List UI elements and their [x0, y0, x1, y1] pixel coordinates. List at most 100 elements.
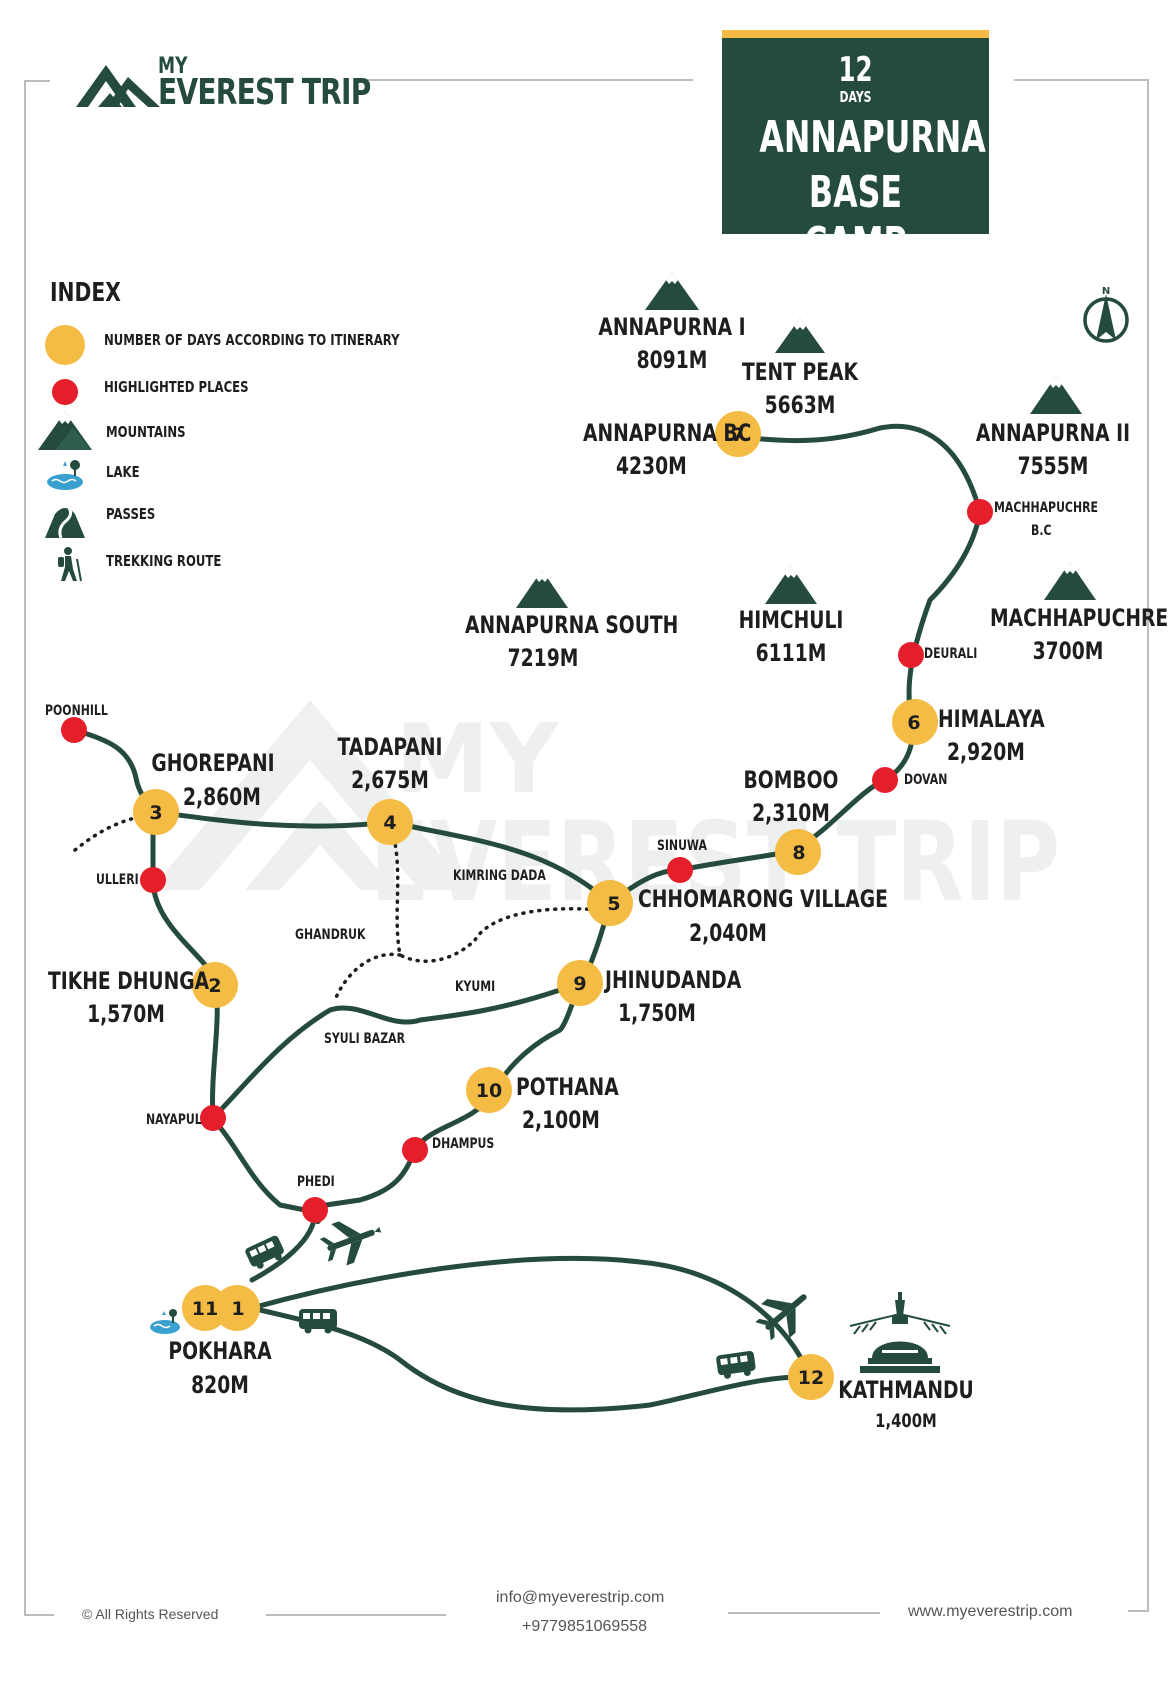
- place-label: DOVAN: [904, 772, 948, 788]
- day-4-number: 4: [383, 812, 396, 834]
- mountain-icon: [1044, 562, 1096, 600]
- place-label: PHEDI: [297, 1174, 335, 1190]
- dhampus-marker: [402, 1137, 428, 1163]
- place-label: POONHILL: [45, 703, 108, 719]
- stop-name: GHOREPANI: [151, 749, 275, 777]
- title-line1: ANNAPURNA: [759, 112, 986, 163]
- place-label: KYUMI: [455, 979, 496, 995]
- plane-icon: [755, 1294, 807, 1341]
- day-4-marker: [367, 799, 413, 845]
- phedi-marker: [302, 1197, 328, 1223]
- legend-label-route: TREKKING ROUTE: [106, 552, 222, 570]
- mountain-altitude: 7219M: [507, 644, 579, 672]
- stop-name: KATHMANDU: [838, 1376, 974, 1404]
- logo-text-my: MY: [158, 54, 188, 79]
- mountain-icon: [516, 570, 568, 608]
- place-label: KIMRING DADA: [453, 868, 546, 884]
- bus-icon: [716, 1350, 756, 1379]
- bus-icon: [299, 1309, 337, 1334]
- footer-website[interactable]: www.myeverestrip.com: [908, 1603, 1073, 1620]
- legend-label-days: NUMBER OF DAYS ACCORDING TO ITINERARY: [104, 331, 400, 349]
- place-label: SINUWA: [657, 838, 707, 854]
- mountain-name: ANNAPURNA I: [598, 313, 746, 341]
- day-5-marker: [587, 880, 633, 926]
- footer-phone[interactable]: +9779851069558: [522, 1618, 648, 1635]
- mountain-icon: [775, 318, 825, 353]
- footer-copyright: © All Rights Reserved: [82, 1606, 219, 1622]
- place-label: MACHHAPUCHRE: [994, 500, 1098, 516]
- day-3-number: 3: [149, 802, 162, 824]
- stop-name: POKHARA: [168, 1337, 272, 1365]
- frame-bottom-left: [24, 1614, 54, 1616]
- day-3-marker: [133, 789, 179, 835]
- title-days-number: 12: [838, 50, 873, 90]
- frame-bottom-2: [266, 1614, 446, 1616]
- stop-name: ANNAPURNA BC: [583, 419, 752, 447]
- title-days-label: DAYS: [839, 88, 872, 106]
- red-circle-icon: [52, 379, 78, 405]
- stop-altitude: 4230M: [616, 452, 687, 480]
- mountain-name: ANNAPURNA SOUTH: [465, 611, 679, 639]
- stupa-icon: [849, 1292, 951, 1373]
- day-8-marker: [775, 829, 821, 875]
- logo-text-main: EVEREST TRIP: [158, 72, 371, 113]
- stop-altitude: 1,400M: [875, 1410, 937, 1432]
- pass-icon: [45, 507, 85, 539]
- day-6-marker: [892, 699, 938, 745]
- mbc-marker: [967, 499, 993, 525]
- legend-label-highlight: HIGHLIGHTED PLACES: [104, 378, 249, 396]
- mountain-name: ANNAPURNA II: [975, 419, 1131, 447]
- stop-name: TADAPANI: [337, 733, 443, 761]
- day-11-marker: [182, 1285, 228, 1331]
- dotted-route: [73, 812, 602, 1002]
- place-label: DHAMPUS: [432, 1136, 495, 1152]
- title-box: 12 DAYS ANNAPURNA BASE CAMP: [722, 30, 989, 269]
- mountain-name: HIMCHULI: [738, 606, 844, 634]
- legend-icons: [38, 325, 92, 582]
- frame-bottom-3: [728, 1612, 880, 1614]
- mountain-altitude: 6111M: [755, 639, 827, 667]
- place-label: B.C: [1031, 523, 1052, 539]
- stop-name: TIKHE DHUNGA: [48, 967, 210, 995]
- stop-name: HIMALAYA: [938, 705, 1045, 733]
- mountain-icon: [1030, 376, 1082, 414]
- frame-left: [24, 80, 26, 1616]
- stop-altitude: 2,920M: [947, 738, 1025, 766]
- stop-altitude: 2,040M: [689, 919, 767, 947]
- frame-right: [1147, 79, 1149, 1611]
- mountain-icon: [765, 566, 817, 604]
- day-1-marker: [214, 1285, 260, 1331]
- stop-name: CHHOMARONG VILLAGE: [638, 885, 888, 913]
- stop-altitude: 2,860M: [183, 783, 261, 811]
- day-10-marker: [466, 1067, 512, 1113]
- frame-top-mid: [358, 79, 693, 81]
- stop-name: JHINUDANDA: [605, 966, 742, 994]
- day-10-number: 10: [476, 1080, 502, 1102]
- mountain-icon: [645, 272, 699, 310]
- dovan-marker: [872, 767, 898, 793]
- footer-email[interactable]: info@myeverestrip.com: [496, 1589, 665, 1606]
- poonhill-marker: [61, 717, 87, 743]
- bus-icon: [245, 1235, 284, 1269]
- sinuwa-marker: [667, 857, 693, 883]
- place-label: SYULI BAZAR: [324, 1031, 406, 1047]
- title-accent-bar: [722, 30, 989, 38]
- mountain-icon: [38, 412, 92, 450]
- day-2-marker: [192, 962, 238, 1008]
- mountain-altitude: 5663M: [764, 391, 836, 419]
- watermark-text-1: MY: [395, 705, 560, 815]
- yellow-circle-icon: [45, 325, 85, 365]
- day-12-marker: [788, 1354, 834, 1400]
- day-1-number: 1: [231, 1298, 244, 1320]
- frame-bottom-right: [1128, 1610, 1149, 1612]
- frame-top-right: [1014, 79, 1149, 81]
- legend-label-passes: PASSES: [106, 505, 156, 523]
- mountain-name: TENT PEAK: [741, 358, 859, 386]
- mountain-name: MACHHAPUCHRE: [990, 604, 1169, 632]
- logo-icon: [76, 65, 160, 107]
- stop-altitude: 1,570M: [87, 1000, 165, 1028]
- nayapul-marker: [200, 1105, 226, 1131]
- stop-name: POTHANA: [516, 1073, 619, 1101]
- hiker-icon: [58, 547, 82, 582]
